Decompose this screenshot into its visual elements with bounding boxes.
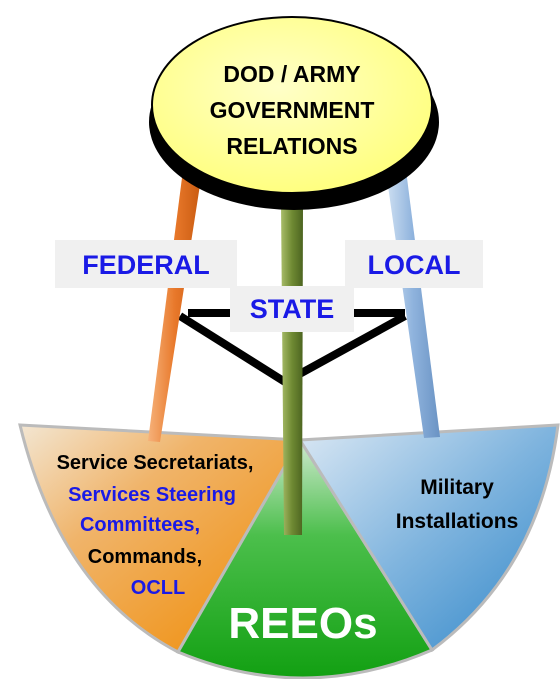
base-segments bbox=[18, 423, 560, 679]
federal-label: FEDERAL bbox=[82, 250, 210, 280]
state-label-group: STATE bbox=[230, 286, 354, 332]
seat-title-line-2: GOVERNMENT bbox=[210, 97, 375, 123]
right-segment-text: Military Installations bbox=[396, 476, 519, 533]
federal-leg bbox=[148, 170, 202, 442]
local-label: LOCAL bbox=[368, 250, 461, 280]
state-label: STATE bbox=[250, 294, 335, 324]
stool-seat: DOD / ARMY GOVERNMENT RELATIONS bbox=[149, 16, 439, 210]
right-line-2: Installations bbox=[396, 510, 519, 533]
seat-title-line-3: RELATIONS bbox=[226, 133, 357, 159]
left-segment-text: Service Secretariats, Services Steering … bbox=[57, 452, 254, 599]
middle-segment bbox=[175, 437, 435, 679]
local-label-box bbox=[345, 240, 483, 288]
left-line-1: Service Secretariats, bbox=[57, 452, 254, 474]
state-label-box bbox=[230, 286, 354, 332]
federal-label-box bbox=[55, 240, 237, 288]
seat-top bbox=[151, 16, 433, 194]
left-line-4: Commands, bbox=[88, 546, 202, 568]
federal-label-group: FEDERAL bbox=[55, 240, 237, 288]
reeos-label: REEOs bbox=[228, 599, 377, 648]
middle-segment-text: REEOs bbox=[228, 599, 377, 648]
stool-legs bbox=[148, 170, 440, 535]
state-leg bbox=[281, 205, 303, 535]
local-leg bbox=[386, 170, 440, 438]
local-label-group: LOCAL bbox=[345, 240, 483, 288]
right-segment bbox=[297, 423, 560, 653]
left-line-3: Committees, bbox=[80, 514, 200, 536]
seat-title-line-1: DOD / ARMY bbox=[223, 61, 360, 87]
left-line-5: OCLL bbox=[131, 577, 185, 599]
left-line-2: Services Steering bbox=[68, 484, 236, 506]
right-line-1: Military bbox=[420, 476, 494, 499]
left-segment bbox=[18, 423, 303, 654]
